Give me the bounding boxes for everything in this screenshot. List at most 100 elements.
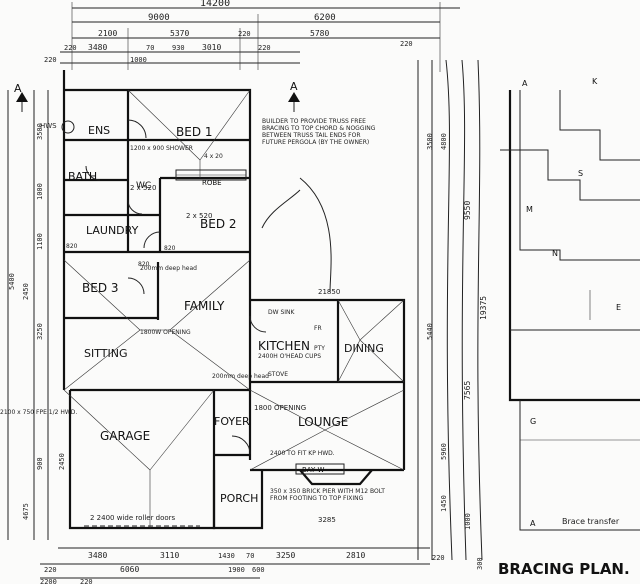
dim-top-row3-b: 5370 <box>170 29 189 38</box>
room-label-baywin: BAY W <box>302 466 325 474</box>
room-label-robe: ROBE <box>202 179 222 187</box>
door-swings <box>85 119 267 455</box>
svg-text:820: 820 <box>66 243 78 250</box>
dim-overall: 14200 <box>200 0 230 9</box>
svg-text:300: 300 <box>476 557 484 570</box>
svg-text:HWS: HWS <box>40 122 57 130</box>
dim-top-row4-b: 3480 <box>88 43 107 52</box>
svg-text:A: A <box>522 79 528 88</box>
svg-text:70: 70 <box>246 552 254 560</box>
dim-top-row3-e: 220 <box>400 40 413 48</box>
dim-top-row3-d: 5780 <box>310 29 329 38</box>
room-label-lounge: LOUNGE <box>298 415 348 429</box>
room-label-dining: DINING <box>344 342 384 355</box>
svg-text:2400H O'HEAD CUPS: 2400H O'HEAD CUPS <box>258 353 321 360</box>
svg-text:3480: 3480 <box>88 551 107 560</box>
svg-text:2810: 2810 <box>346 551 365 560</box>
roof-hip-lines <box>63 89 405 528</box>
svg-text:220: 220 <box>80 578 93 584</box>
svg-text:2200: 2200 <box>40 578 57 584</box>
dim-top-row5-b: 1000 <box>130 56 147 64</box>
svg-text:200mm deep head: 200mm deep head <box>212 373 269 380</box>
svg-text:1450: 1450 <box>440 495 448 512</box>
svg-text:1800 OPENING: 1800 OPENING <box>254 404 306 412</box>
room-label-sitting: SITTING <box>84 347 127 360</box>
svg-text:1430: 1430 <box>218 552 235 560</box>
dim-top-row4-c: 70 <box>146 44 154 52</box>
svg-text:STOVE: STOVE <box>268 371 288 378</box>
svg-text:6060: 6060 <box>120 565 139 574</box>
svg-text:1000: 1000 <box>36 183 44 200</box>
room-label-bed3: BED 3 <box>82 281 119 295</box>
svg-text:3250: 3250 <box>36 323 44 340</box>
svg-text:220: 220 <box>44 566 57 574</box>
plan-annotations: HWS 1200 x 900 SHOWER 4 x 20 2 x 520 2 x… <box>40 120 340 524</box>
room-label-wc: WC <box>136 181 151 191</box>
svg-text:3500: 3500 <box>36 123 44 140</box>
room-labels: ENS BED 1 BATH WC LAUNDRY BED 2 ROBE BED… <box>68 124 384 505</box>
svg-text:200mm deep head: 200mm deep head <box>140 265 197 272</box>
svg-text:3250: 3250 <box>276 551 295 560</box>
svg-text:2 2400 wide roller doors: 2 2400 wide roller doors <box>90 514 176 522</box>
svg-text:3285: 3285 <box>318 516 336 524</box>
svg-text:1900: 1900 <box>228 566 245 574</box>
svg-text:M: M <box>526 205 533 214</box>
svg-text:3500: 3500 <box>426 133 434 150</box>
pier-note: 350 x 350 BRICK PIER WITH M12 BOLT FROM … <box>270 488 385 502</box>
svg-text:820: 820 <box>138 261 150 268</box>
dim-top-row5-a: 220 <box>44 56 57 64</box>
dim-top-row4-e: 3010 <box>202 43 221 52</box>
svg-text:1100: 1100 <box>36 233 44 250</box>
note-hwd: 2100 x 750 FPE 1/2 HWD. <box>0 409 77 416</box>
svg-text:K: K <box>592 77 598 86</box>
dim-top-row2-b: 6200 <box>314 13 336 23</box>
svg-text:19375: 19375 <box>479 296 488 320</box>
svg-text:600: 600 <box>252 566 265 574</box>
room-label-laundry: LAUNDRY <box>86 224 139 237</box>
bottom-dimension-chain: 3480 3110 1430 70 3250 2810 220 6060 190… <box>40 547 445 584</box>
room-label-family: FAMILY <box>184 299 225 313</box>
svg-text:S: S <box>578 169 583 178</box>
svg-text:PTY: PTY <box>314 345 325 352</box>
builder-note: BUILDER TO PROVIDE TRUSS FREE BRACING TO… <box>261 118 375 293</box>
room-label-kitchen: KITCHEN <box>258 339 310 353</box>
svg-text:1000: 1000 <box>464 513 472 530</box>
dim-top-row4-f: 220 <box>258 44 271 52</box>
svg-text:2 x 520: 2 x 520 <box>130 184 156 192</box>
dim-top-row4-a: 220 <box>64 44 77 52</box>
svg-text:1200 x 900 SHOWER: 1200 x 900 SHOWER <box>130 145 193 152</box>
section-marker-right: A <box>288 80 300 112</box>
dim-top-row2-a: 9000 <box>148 13 170 23</box>
svg-text:DW SINK: DW SINK <box>268 309 296 316</box>
svg-text:900: 900 <box>36 457 44 470</box>
svg-text:5960: 5960 <box>440 443 448 460</box>
dim-top-row4-d: 930 <box>172 44 185 52</box>
svg-text:4800: 4800 <box>440 133 448 150</box>
left-dimension-chain: 3500 1000 1100 5400 2450 3250 900 4675 2… <box>7 90 66 540</box>
room-label-bath: BATH <box>68 170 97 183</box>
svg-text:2450: 2450 <box>22 283 30 300</box>
svg-text:FR: FR <box>314 325 322 332</box>
section-marker-left: A <box>14 82 28 112</box>
svg-text:220: 220 <box>432 554 445 562</box>
svg-text:3110: 3110 <box>160 551 179 560</box>
svg-text:2450: 2450 <box>58 453 66 470</box>
bracing-plan: A K M N S E G A Brace transfer BRACING P… <box>498 77 640 578</box>
svg-text:5400: 5400 <box>8 273 16 290</box>
brace-transfer-label: Brace transfer <box>562 517 620 526</box>
dim-top-row3-c: 220 <box>238 30 251 38</box>
svg-text:5440: 5440 <box>426 323 434 340</box>
top-dimension-chain: 14200 9000 6200 2100 5370 220 5780 220 2… <box>44 0 460 72</box>
room-label-foyer: FOYER <box>214 415 250 428</box>
svg-text:A: A <box>530 519 536 528</box>
bracing-plan-title: BRACING PLAN. <box>498 560 630 578</box>
svg-text:A: A <box>14 82 22 95</box>
right-dimension-chain: 4800 3500 9550 19375 7565 5440 5960 1450… <box>417 59 488 570</box>
svg-text:9550: 9550 <box>463 201 472 220</box>
svg-text:E: E <box>616 303 621 312</box>
svg-text:G: G <box>530 417 536 426</box>
svg-text:N: N <box>552 249 558 258</box>
svg-text:2 x 520: 2 x 520 <box>186 212 212 220</box>
svg-text:2400 TO FIT KP HWD.: 2400 TO FIT KP HWD. <box>270 450 335 457</box>
